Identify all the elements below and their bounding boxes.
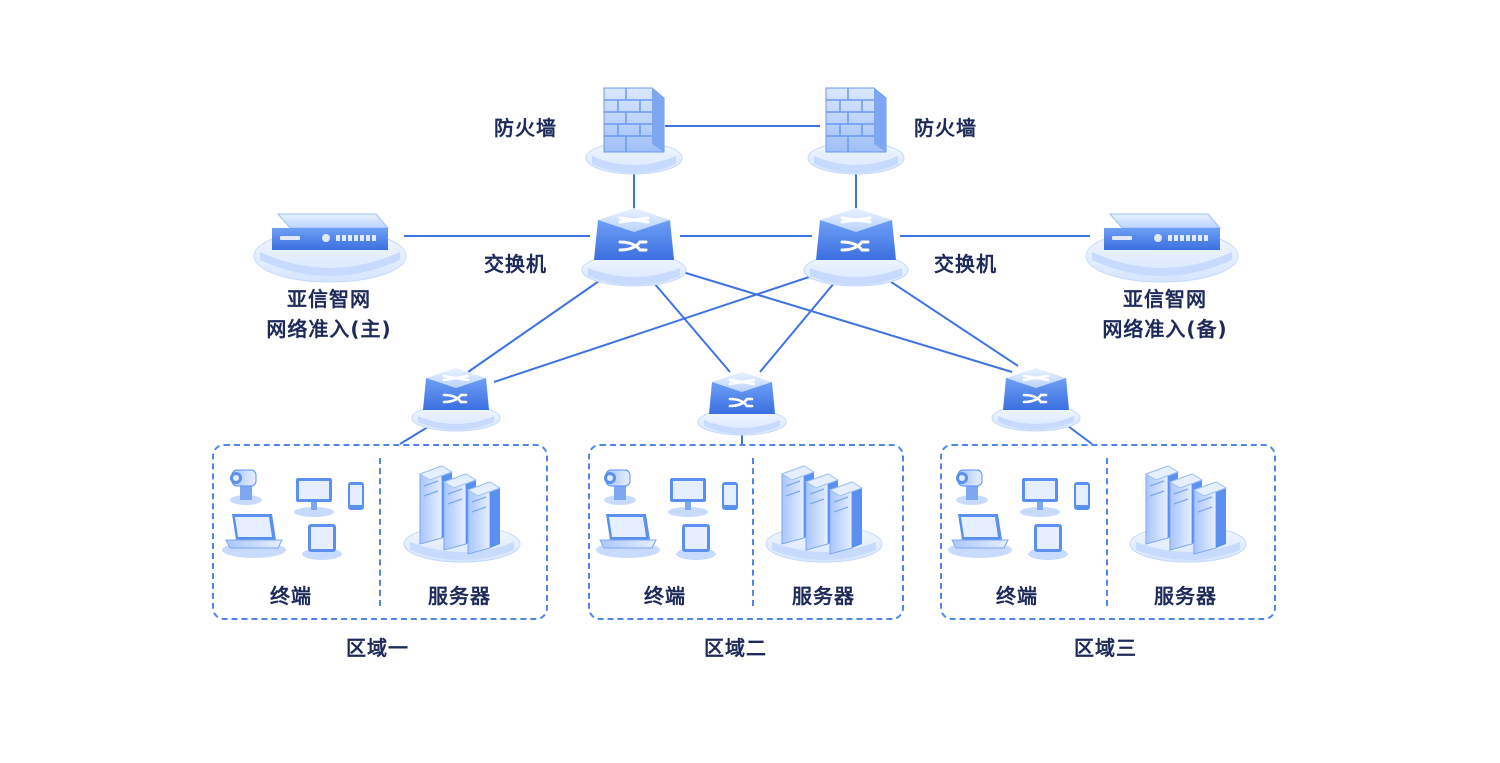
firewall-left-label: 防火墙 [494, 116, 557, 140]
zone-2-terminal-label: 终端 [644, 584, 686, 608]
nac-primary-label: 亚信智网 网络准入(主) [244, 284, 414, 344]
nac-backup-label: 亚信智网 网络准入(备) [1080, 284, 1250, 344]
nac-primary-icon [253, 213, 407, 283]
zone-1-divider [379, 458, 381, 606]
access-switch-1-icon [410, 366, 502, 433]
nac-primary-label-line1: 亚信智网 [287, 287, 371, 311]
core-switch-right-icon [802, 206, 910, 288]
connection-lines [399, 125, 1093, 445]
zone-2-box [588, 444, 904, 620]
switch-left-to-access-2 [647, 275, 731, 373]
firewall-right-label: 防火墙 [914, 116, 977, 140]
nac-backup-label-line1: 亚信智网 [1123, 287, 1207, 311]
nac-backup-label-line2: 网络准入(备) [1102, 317, 1228, 341]
switch-right-label: 交换机 [934, 252, 997, 276]
access-switch-3-icon [990, 366, 1082, 433]
zone-3-terminal-label: 终端 [996, 584, 1038, 608]
zone-1-terminal-label: 终端 [270, 584, 312, 608]
zone-3-divider [1106, 458, 1108, 606]
switch-right-to-access-1 [493, 269, 831, 383]
zone-2-name: 区域二 [704, 636, 767, 660]
nac-primary-label-line2: 网络准入(主) [266, 317, 392, 341]
zone-3-box [940, 444, 1276, 620]
firewall-right-icon [807, 87, 905, 175]
zone-1-server-label: 服务器 [428, 584, 491, 608]
zone-1-box [212, 444, 548, 620]
zone-3-name: 区域三 [1074, 636, 1137, 660]
switch-left-label: 交换机 [484, 252, 547, 276]
switch-right-to-access-3 [875, 271, 1019, 367]
zone-3-server-label: 服务器 [1154, 584, 1217, 608]
zone-1-name: 区域一 [346, 636, 409, 660]
core-switch-left-icon [580, 206, 688, 288]
switch-left-to-access-3 [675, 269, 1013, 373]
zone-2-divider [752, 458, 754, 606]
switch-right-to-access-2 [759, 275, 841, 373]
zone-2-server-label: 服务器 [792, 584, 855, 608]
firewall-left-icon [585, 87, 683, 175]
access-switch-2-icon [696, 370, 788, 437]
switch-left-to-access-1 [467, 271, 613, 373]
nac-backup-icon [1085, 213, 1239, 283]
